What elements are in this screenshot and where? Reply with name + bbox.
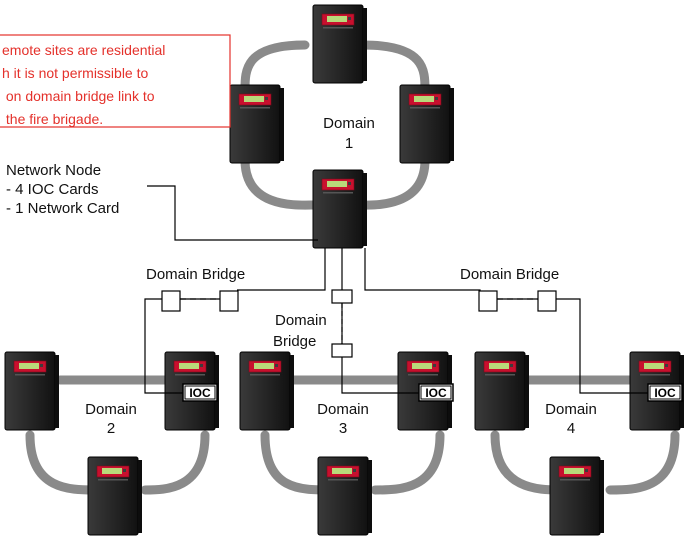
bridge-box-right-a bbox=[478, 290, 498, 312]
domain-1-number: 1 bbox=[345, 135, 353, 152]
domain-3-label: Domain bbox=[317, 401, 369, 418]
ioc-label-d2: IOC bbox=[189, 386, 211, 400]
panel-d1-right bbox=[399, 84, 455, 164]
panel-d4-left bbox=[474, 351, 530, 431]
note-line-1: emote sites are residential bbox=[2, 42, 165, 58]
bridge-label-left: Domain Bridge bbox=[146, 266, 245, 283]
bridge-box-center-b bbox=[331, 343, 353, 358]
domain-4-label: Domain bbox=[545, 401, 597, 418]
bridge-box-left-b bbox=[219, 290, 239, 312]
bridge-box-left-a bbox=[161, 290, 181, 312]
network-node-line-1: - 4 IOC Cards bbox=[6, 181, 99, 198]
panel-network-node bbox=[312, 169, 368, 249]
ioc-label-d3: IOC bbox=[425, 386, 447, 400]
panel-d4-bottom bbox=[549, 456, 605, 536]
panel-d3-bottom bbox=[317, 456, 373, 536]
domain-2-label: Domain bbox=[85, 401, 137, 418]
bridge-box-center-a bbox=[331, 289, 353, 304]
domain-3-number: 3 bbox=[339, 420, 347, 437]
panel-d1-left bbox=[229, 84, 285, 164]
domain-1-loop bbox=[240, 40, 430, 210]
network-node-title: Network Node bbox=[6, 162, 101, 179]
note-line-3: on domain bridge link to bbox=[2, 88, 155, 104]
ioc-card-d2: IOC bbox=[182, 383, 218, 402]
ioc-label-d4: IOC bbox=[654, 386, 676, 400]
bridge-label-center-line-1: Domain bbox=[275, 312, 327, 329]
domain-2-loop bbox=[25, 375, 210, 495]
ioc-card-d4: IOC bbox=[647, 383, 683, 402]
panel-d3-left bbox=[239, 351, 295, 431]
bridge-label-center-line-2: Bridge bbox=[273, 333, 316, 350]
network-node-line-2: - 1 Network Card bbox=[6, 200, 119, 217]
domain-1-label: Domain bbox=[323, 115, 375, 132]
panel-d1-top bbox=[312, 4, 368, 84]
ioc-card-d3: IOC bbox=[418, 383, 454, 402]
note-line-4: the fire brigade. bbox=[2, 111, 103, 127]
panel-d2-bottom bbox=[87, 456, 143, 536]
note-line-2: h it is not permissible to bbox=[2, 65, 148, 81]
bridge-label-right: Domain Bridge bbox=[460, 266, 559, 283]
note-box bbox=[0, 34, 231, 128]
panel-d2-left bbox=[4, 351, 60, 431]
domain-4-number: 4 bbox=[567, 420, 575, 437]
domain-2-number: 2 bbox=[107, 420, 115, 437]
bridge-box-right-b bbox=[537, 290, 557, 312]
